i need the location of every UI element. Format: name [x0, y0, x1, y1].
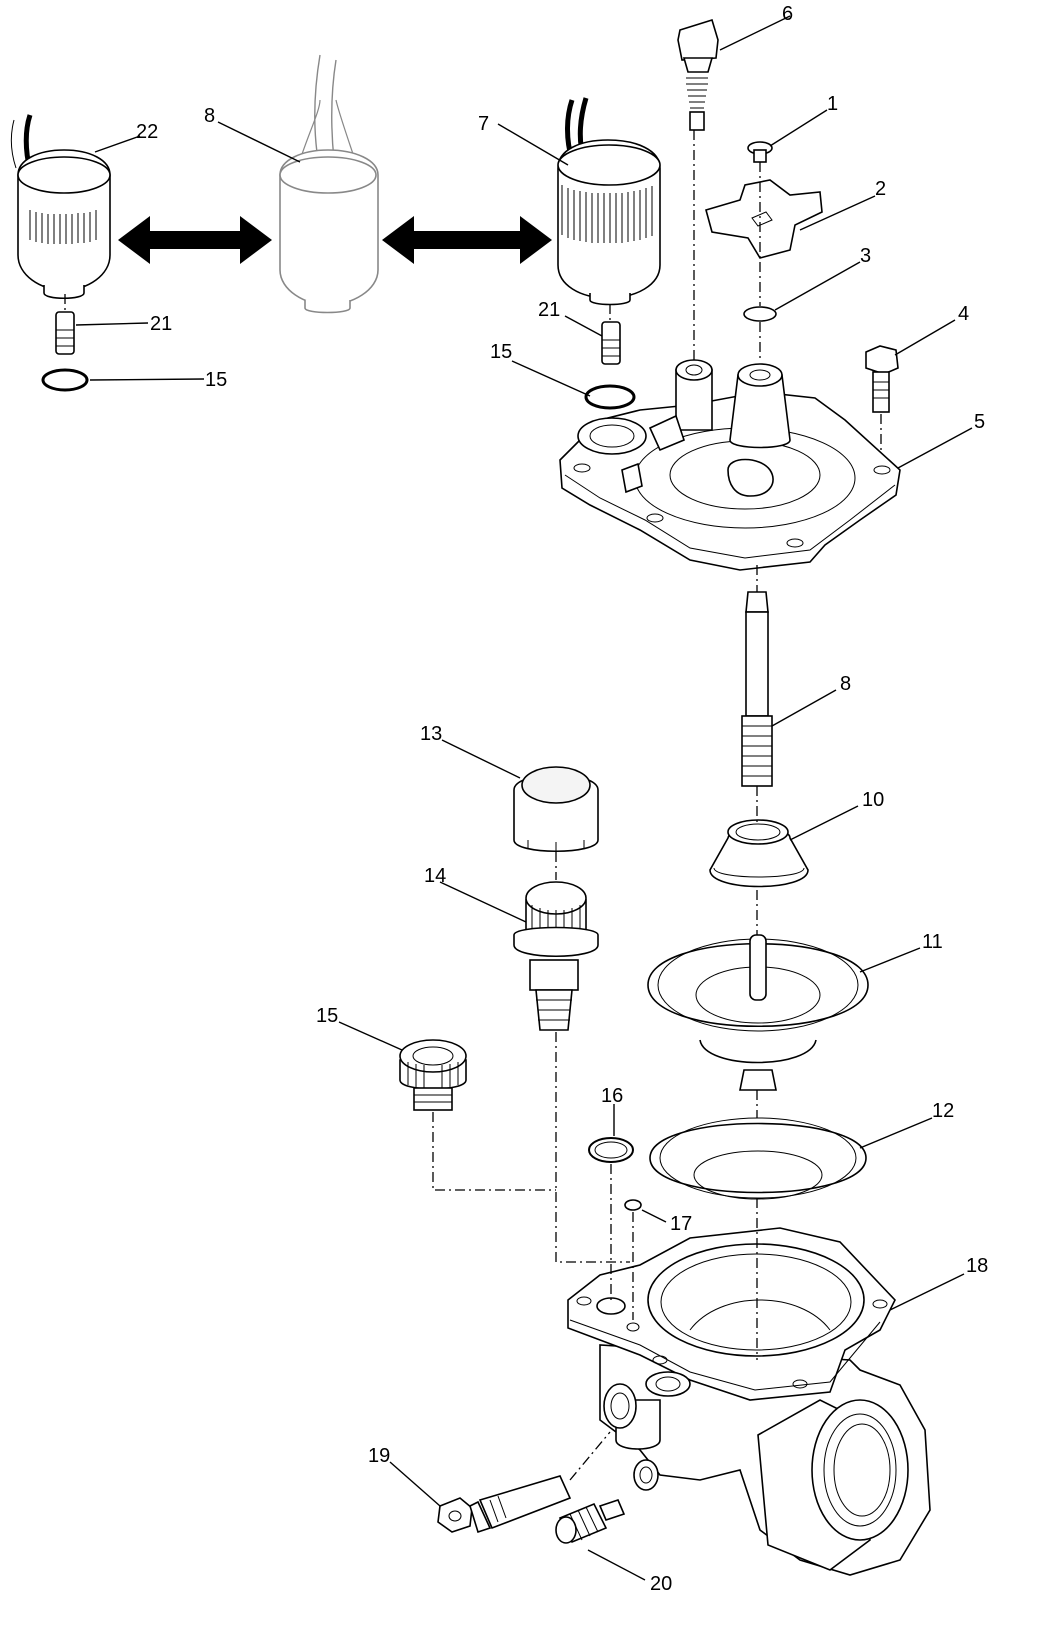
seal-10: [709, 819, 809, 888]
bolt-4: [865, 345, 899, 413]
callout-2: 2: [875, 178, 886, 200]
diaphragm-ring-12: [649, 1117, 867, 1200]
fitting-19: [437, 1475, 572, 1534]
callout-21-left: 21: [150, 313, 172, 335]
diaphragm-11: [647, 934, 869, 1091]
callout-8-top: 8: [204, 105, 215, 127]
callout-14: 14: [424, 865, 446, 887]
callout-15-left: 15: [205, 369, 227, 391]
callout-1: 1: [827, 93, 838, 115]
valve-body-18: [567, 1227, 931, 1576]
callout-20: 20: [650, 1573, 672, 1595]
solenoid-22: [10, 114, 111, 300]
pilot-valve-14: [513, 881, 599, 1031]
callout-22: 22: [136, 121, 158, 143]
insert-21-right: [601, 321, 621, 365]
stem-8: [741, 591, 773, 787]
fitting-20: [555, 1499, 626, 1544]
screw-1: [747, 141, 773, 163]
solenoid-7: [557, 97, 661, 306]
callout-18: 18: [966, 1255, 988, 1277]
callout-4: 4: [958, 303, 969, 325]
o-ring-17: [624, 1199, 642, 1211]
o-ring-15-left: [41, 368, 89, 392]
o-ring-16: [588, 1137, 634, 1163]
callout-16: 16: [601, 1085, 623, 1107]
callout-6: 6: [782, 3, 793, 25]
callout-11: 11: [922, 931, 943, 953]
insert-21-left: [55, 311, 75, 355]
plug-15: [399, 1039, 467, 1111]
double-arrow-left: [118, 216, 272, 264]
cover-5: [559, 359, 901, 571]
callout-17: 17: [670, 1213, 692, 1235]
callout-21-right: 21: [538, 299, 560, 321]
washer-3: [743, 306, 777, 322]
callout-15-plug: 15: [316, 1005, 338, 1027]
solenoid-8-ghost: [279, 54, 379, 314]
callout-13: 13: [420, 723, 442, 745]
cap-13: [513, 766, 599, 852]
cross-handle-2: [705, 179, 823, 259]
callout-19: 19: [368, 1445, 390, 1467]
callout-5: 5: [974, 411, 985, 433]
callout-15-right: 15: [490, 341, 512, 363]
needle-valve-6: [677, 18, 719, 131]
double-arrow-right: [382, 216, 552, 264]
callout-7: 7: [478, 113, 489, 135]
callout-12: 12: [932, 1100, 954, 1122]
callout-3: 3: [860, 245, 871, 267]
callout-8-stem: 8: [840, 673, 851, 695]
callout-10: 10: [862, 789, 884, 811]
o-ring-15-right: [584, 384, 636, 410]
